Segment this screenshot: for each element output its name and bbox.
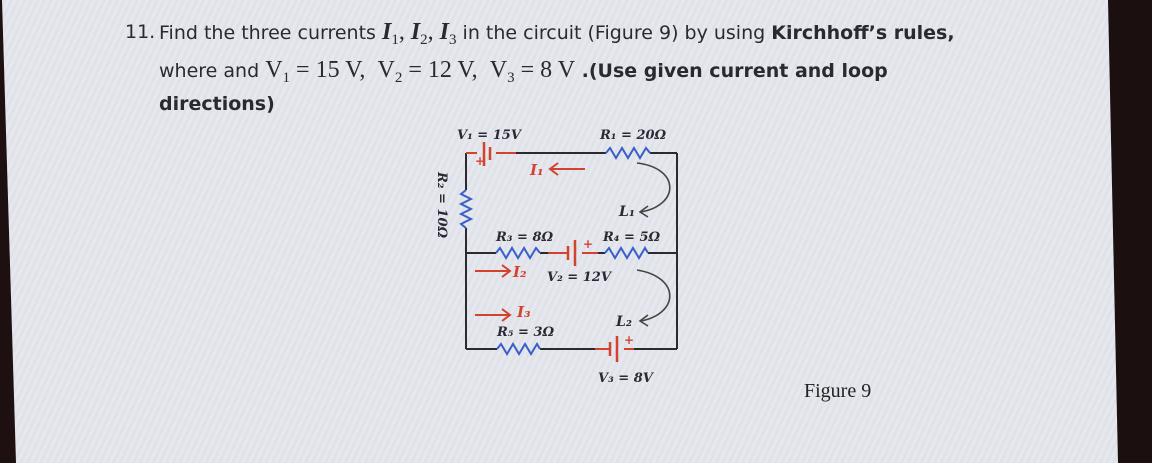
current-i3-arrow: I₃ (475, 303, 531, 322)
current-i1-arrow: I₁ (529, 161, 585, 179)
battery-v3 (608, 336, 619, 362)
kirchhoff-rules-text: Kirchhoff’s rules, (771, 22, 955, 44)
battery-v2 (566, 240, 577, 266)
r3-label: R₃ = 8Ω (495, 230, 553, 245)
v3-plus-sign: + (624, 333, 634, 347)
current-i1-symbol: I1 (381, 19, 399, 48)
question-line-3: directions) (159, 93, 275, 115)
current-i3-symbol: I3 (439, 19, 457, 48)
question-line-1: Find the three currents I1, I2, I3 in th… (159, 19, 955, 48)
v2-plus-sign: + (583, 237, 593, 251)
v3-value: V3 = 8 V (489, 57, 576, 86)
question-block: 11. Find the three currents I1, I2, I3 i… (125, 17, 1025, 127)
battery-leads (466, 152, 634, 350)
loop-l2-label: L₂ (615, 314, 632, 330)
r2-label: R₂ = 10Ω (434, 171, 449, 239)
current-i2-label: I₂ (512, 263, 527, 281)
resistor-r1 (605, 146, 651, 160)
question-line-2: where and V1 = 15 V, V2 = 12 V, V3 = 8 V… (159, 57, 888, 86)
resistor-r4 (604, 246, 649, 260)
current-i1-label: I₁ (529, 161, 544, 179)
loop-l2-arrow (636, 269, 671, 327)
resistor-r3 (495, 246, 541, 260)
v2-label: V₂ = 12V (547, 270, 613, 285)
current-i2-arrow: I₂ (475, 263, 527, 281)
current-i3-label: I₃ (516, 303, 531, 321)
r1-label: R₁ = 20Ω (599, 128, 667, 143)
r4-label: R₄ = 5Ω (602, 230, 660, 245)
loop-l1-label: L₁ (618, 204, 635, 220)
current-i2-symbol: I2 (410, 19, 428, 48)
v1-value: V1 = 15 V, (265, 57, 366, 86)
battery-v1 (482, 142, 492, 166)
resistor-r2 (458, 189, 474, 229)
loop-l1-arrow (636, 162, 671, 218)
figure-caption: Figure 9 (804, 380, 872, 402)
question-number: 11. (125, 21, 156, 43)
v2-value: V2 = 12 V, (377, 57, 478, 86)
v1-label: V₁ = 15V (457, 128, 523, 143)
resistor-r5 (496, 342, 541, 356)
v3-label: V₃ = 8V (598, 371, 655, 386)
r5-label: R₅ = 3Ω (496, 325, 554, 340)
v1-plus-sign: + (475, 154, 485, 168)
